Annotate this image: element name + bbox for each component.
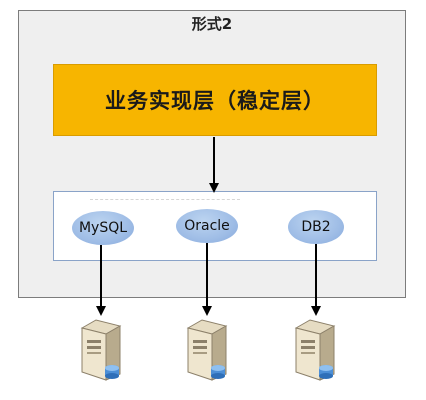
frame-title: 形式2 [191, 15, 233, 33]
db-oracle-label: Oracle [184, 218, 230, 234]
business-layer-box: 业务实现层（稳定层） [53, 64, 377, 136]
db-db2-label: DB2 [301, 219, 331, 235]
db-mysql-label: MySQL [78, 220, 128, 236]
db-mysql-node: MySQL [72, 211, 134, 245]
server-database-icon [294, 319, 336, 381]
server-database-icon [80, 319, 122, 381]
db-oracle-node: Oracle [176, 209, 238, 243]
decorative-dashed-line [90, 199, 240, 200]
server-database-icon [186, 319, 228, 381]
business-layer-label: 业务实现层（稳定层） [105, 89, 325, 113]
db-db2-node: DB2 [288, 210, 344, 244]
